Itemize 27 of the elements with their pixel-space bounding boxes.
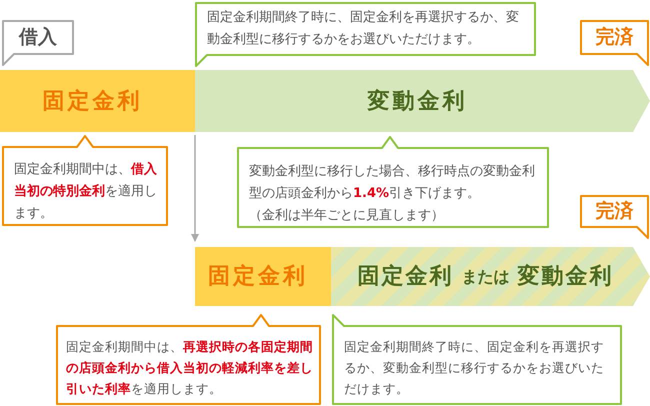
period-band — [331, 247, 650, 306]
callout-bubble — [195, 2, 536, 67]
callout-bubble — [56, 314, 321, 405]
period-label: 変動金利 — [518, 262, 614, 291]
period-label: 固定金利 — [42, 88, 142, 116]
period-label: または — [462, 266, 510, 288]
callout-bubble — [332, 314, 622, 405]
callout-text: 借入 — [19, 25, 57, 50]
callout-text: 固定金利期間終了時に、固定金利を再選択するか、変動金利型に移行するかをお選びいただけます。 — [344, 338, 605, 398]
callout-text: 固定金利期間中は、借入当初の特別金利を適用します。 — [14, 160, 158, 223]
period-band — [195, 70, 650, 132]
callout-text: 固定金利期間中は、再選択時の各固定期間の店頭金利から借入当初の軽減利率を差し引いた利率を適用します。 — [66, 338, 314, 398]
period-label: 変動金利 — [368, 88, 468, 116]
callout-text: （金利は半年ごとに見直します） — [249, 207, 445, 225]
callout-bubble — [580, 20, 649, 66]
callout-text: 固定金利期間終了時に、固定金利を再選択するか、変動金利型に移行するかをお選びいただけます。 — [207, 9, 520, 49]
callout-bubble — [580, 195, 649, 239]
callout-bubble — [2, 135, 168, 226]
period-label: 固定金利 — [208, 262, 308, 291]
callout-bubble — [2, 20, 74, 66]
callout-bubble — [237, 136, 549, 228]
period-label: 固定金利 — [358, 262, 454, 291]
period-bar — [195, 247, 331, 306]
callout-text: 完済 — [596, 199, 634, 224]
callout-text: 完済 — [596, 25, 634, 50]
arrow — [191, 135, 199, 242]
period-bar — [0, 70, 195, 132]
